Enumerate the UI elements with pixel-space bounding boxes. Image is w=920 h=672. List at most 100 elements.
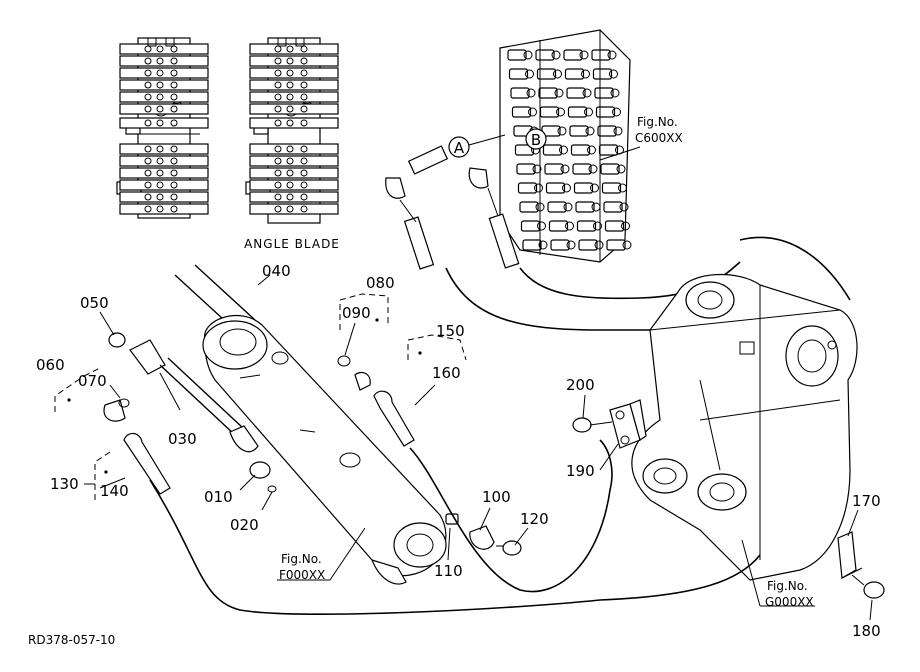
valve-port-nut: [538, 240, 548, 250]
swing-bracket: Fig.No. G000XX: [631, 273, 858, 609]
valve-port-nut: [579, 50, 589, 60]
valve-port: [591, 49, 611, 61]
hose-clamp-170: [837, 531, 885, 599]
label-120: 120: [520, 510, 549, 528]
valve-port-nut: [585, 126, 595, 136]
valve-port-nut: [534, 183, 543, 193]
valve-port: [566, 87, 586, 99]
ref-f000-prefix: Fig.No.: [281, 552, 322, 566]
valve-port-nut: [594, 240, 604, 250]
valve-port-nut: [588, 164, 598, 174]
valve-port: [544, 163, 564, 175]
label-150: 150: [436, 322, 465, 340]
return-hose: [149, 479, 761, 615]
valve-port-nut: [525, 69, 534, 79]
valve-port: [522, 239, 542, 251]
valve-slices: [119, 37, 209, 215]
valve-port-nut: [560, 164, 570, 174]
valve-port: [604, 220, 625, 232]
label-040: 040: [262, 262, 291, 280]
valve-port-nut: [566, 240, 576, 250]
valve-port: [600, 163, 620, 175]
label-090: 090: [342, 304, 371, 322]
label-170: 170: [852, 492, 881, 510]
valve-port: [575, 201, 595, 213]
valve-port-nut: [622, 240, 632, 250]
valve-port-nut: [581, 69, 590, 79]
group-brackets: [54, 293, 467, 500]
label-020: 020: [230, 516, 259, 534]
valve-port-nut: [526, 88, 536, 98]
fittings-100-120: [445, 513, 522, 556]
valve-port: [519, 201, 539, 213]
valve-port-nut: [565, 221, 574, 231]
valve-port: [550, 239, 570, 251]
valve-port: [564, 68, 585, 80]
valve-port-nut: [551, 50, 561, 60]
valve-port-nut: [607, 50, 617, 60]
valve-port: [598, 144, 619, 156]
valve-port-nut: [562, 183, 571, 193]
valve-port: [538, 87, 558, 99]
label-200: 200: [566, 376, 595, 394]
valve-port: [516, 163, 536, 175]
valve-port-nut: [593, 221, 602, 231]
valve-port: [542, 144, 563, 156]
valve-port-nut: [621, 221, 630, 231]
valve-port: [569, 125, 589, 137]
valve-port: [594, 87, 614, 99]
valve-port: [520, 220, 541, 232]
valve-port: [510, 87, 530, 99]
valve-port: [536, 68, 557, 80]
hose-clamp-plate: [572, 399, 647, 449]
label-050: 050: [80, 294, 109, 312]
valve-port: [606, 239, 626, 251]
label-140: 140: [100, 482, 129, 500]
leader-lines: [84, 274, 873, 621]
valve-port-nut: [618, 183, 627, 193]
valve-port: [548, 220, 569, 232]
valve-port: [578, 239, 598, 251]
valve-port-nut: [537, 221, 546, 231]
ref-f000-code: F000XX: [279, 568, 325, 582]
supply-hose: [409, 439, 613, 593]
valve-port-nut: [612, 107, 621, 117]
valve-port: [597, 125, 617, 137]
valve-port-nut: [532, 164, 542, 174]
valve-slices: [249, 37, 339, 215]
hydraulic-cylinder: Fig.No. F000XX: [174, 264, 447, 585]
valve-port-nut: [590, 183, 599, 193]
ref-c600-prefix: Fig.No.: [637, 115, 678, 129]
valve-port: [595, 106, 616, 118]
valve-port: [514, 144, 535, 156]
valve-port-nut: [584, 107, 593, 117]
ref-g000-prefix: Fig.No.: [767, 579, 808, 593]
valve-port-nut: [556, 107, 565, 117]
valve-port: [567, 106, 588, 118]
label-010: 010: [204, 488, 233, 506]
valve-port: [601, 182, 622, 194]
valve-port-nut: [528, 107, 537, 117]
valve-port-nut: [523, 50, 533, 60]
steel-pipe-030: [67, 332, 277, 493]
valve-port-nut: [582, 88, 592, 98]
valve-port: [517, 182, 538, 194]
callout-a: A: [454, 139, 465, 157]
valve-port: [547, 201, 567, 213]
valve-port: [576, 220, 597, 232]
angle-blade-label: ANGLE BLADE: [244, 237, 340, 251]
label-060: 060: [36, 356, 65, 374]
label-180: 180: [852, 622, 881, 640]
ref-c600-code: C600XX: [635, 131, 683, 145]
control-valve-assembly: A B Fig.No. C600XX: [448, 29, 683, 263]
valve-port: [563, 49, 583, 61]
valve-port-nut: [609, 69, 618, 79]
valve-port: [545, 182, 566, 194]
valve-port: [572, 163, 592, 175]
drawing-code: RD378-057-10: [28, 633, 115, 647]
valve-port-nut: [616, 164, 626, 174]
part-labels: 040 050 060 070 080 090 150 160 030 010 …: [36, 262, 881, 640]
label-070: 070: [78, 372, 107, 390]
